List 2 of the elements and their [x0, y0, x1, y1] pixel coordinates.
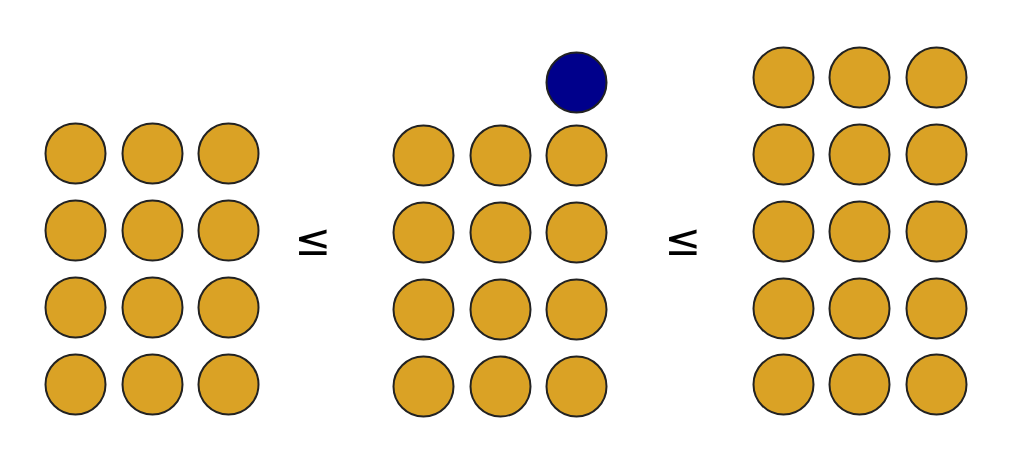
less-or-equal-sign: ≤	[664, 218, 702, 262]
less-or-equal-sign: ≤	[294, 218, 332, 262]
